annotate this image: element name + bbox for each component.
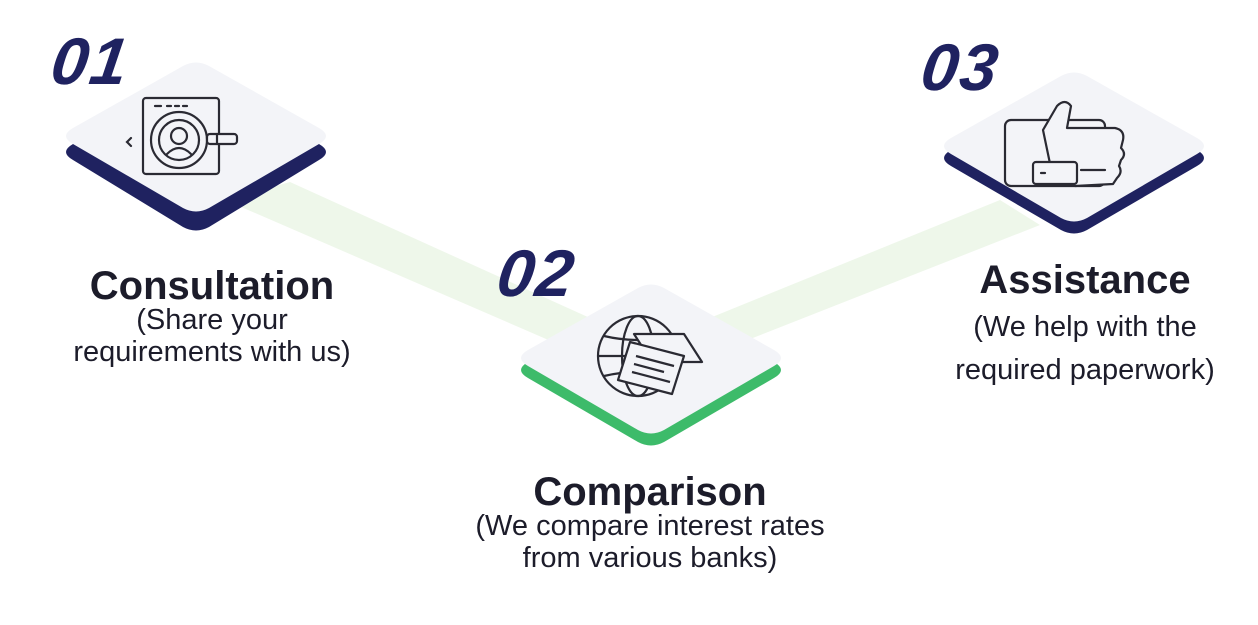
step-title-2: Comparison [533,470,767,514]
step-desc-2a: (We compare interest rates [475,510,825,542]
step-title-1: Consultation [89,264,335,308]
globe-document-icon [596,314,704,398]
step-title-3: Assistance [979,258,1191,302]
connector-2-3 [700,200,1040,345]
step-desc-2b: from various banks) [522,542,778,574]
step-tile-1 [66,60,326,260]
step-desc-1b: requirements with us) [73,336,351,368]
step-desc-3b: required paperwork) [955,354,1215,386]
step-tile-2 [521,282,781,482]
thumbs-up-icon [1003,100,1126,188]
connector-1-2 [225,182,590,345]
step-desc-1a: (Share your [136,304,288,336]
step-tile-3 [944,70,1204,270]
step-desc-3a: (We help with the [973,311,1197,343]
magnifier-browser-icon [125,96,239,176]
